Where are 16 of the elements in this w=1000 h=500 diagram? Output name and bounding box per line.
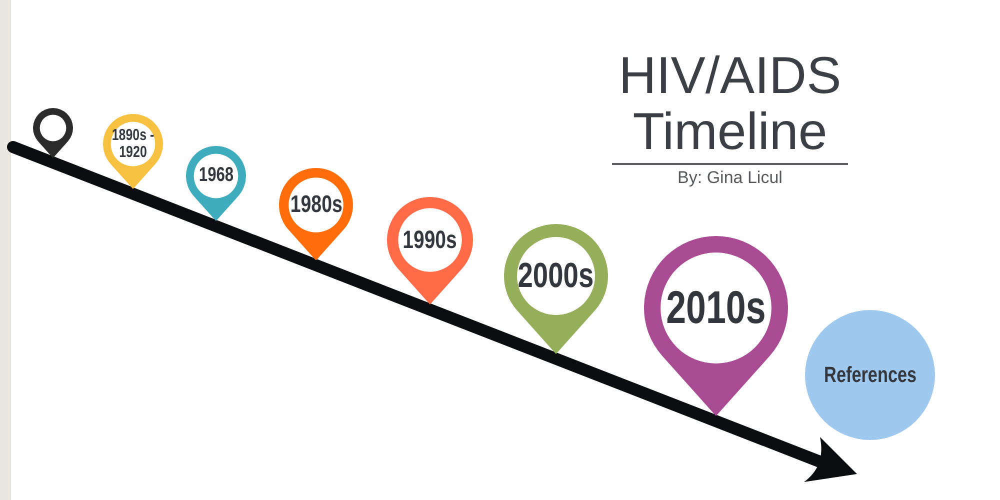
map-pin: [387, 197, 473, 305]
map-pin: [279, 168, 353, 260]
date-label: 2010s: [666, 283, 766, 333]
title: HIV/AIDS Timeline: [612, 48, 848, 165]
map-pin: [504, 224, 608, 354]
date-label: 1980s: [290, 192, 342, 218]
date-label: 2000s: [518, 256, 594, 295]
date-label: 1890s - 1920: [111, 126, 155, 162]
map-pin: [186, 146, 246, 222]
circle-label: References: [824, 363, 916, 387]
map-pin: [103, 114, 163, 189]
date-label: 1990s: [402, 226, 458, 254]
date-label: 1968: [198, 165, 234, 187]
map-pin-icon: [33, 108, 73, 158]
byline: By: Gina Licul: [676, 168, 784, 188]
map-pin: [644, 236, 788, 416]
